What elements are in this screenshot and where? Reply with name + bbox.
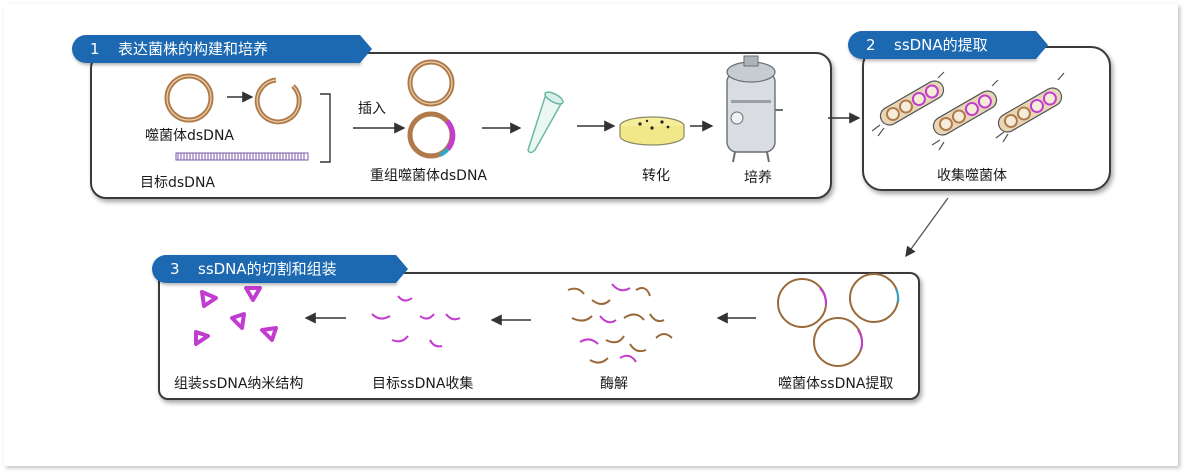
phage-dsdna-circle-icon xyxy=(164,73,214,123)
arrow-step2-to-3-icon xyxy=(905,197,949,258)
fermenter-icon xyxy=(726,55,783,163)
phage-ssdna-circles-icon xyxy=(777,273,900,367)
opened-dsdna-circle-icon xyxy=(254,77,302,125)
step3-badge: 3 ssDNA的切割和组装 xyxy=(152,255,408,283)
recombinant-dsdna-icon xyxy=(407,59,456,159)
step2-badge: 2 ssDNA的提取 xyxy=(848,31,1048,59)
step1-number: 1 xyxy=(90,40,100,58)
assemble-nanostructure-label: 组装ssDNA纳米结构 xyxy=(174,376,304,392)
step3-title: ssDNA的切割和组装 xyxy=(198,260,337,278)
step2-title: ssDNA的提取 xyxy=(894,36,988,54)
recombinant-dsdna-label: 重组噬菌体dsDNA xyxy=(370,168,488,184)
target-ssdna-icon xyxy=(371,295,461,348)
enzyme-digest-label: 酶解 xyxy=(600,376,628,392)
step1-badge: 1 表达菌株的构建和培养 xyxy=(72,35,372,63)
step3-number: 3 xyxy=(170,260,180,278)
phage-ssdna-extract-label: 噬菌体ssDNA提取 xyxy=(778,376,894,392)
step2-number: 2 xyxy=(866,36,876,54)
target-dsdna-label: 目标dsDNA xyxy=(140,175,216,191)
target-dsdna-ladder-icon xyxy=(175,152,309,161)
petri-dish-icon xyxy=(619,116,685,146)
collect-phage-label: 收集噬菌体 xyxy=(937,168,1007,184)
ssdna-nanostructures-icon xyxy=(194,286,278,346)
tube-icon xyxy=(527,91,564,154)
culture-label: 培养 xyxy=(744,170,772,186)
step3-panel xyxy=(158,272,920,400)
transform-label: 转化 xyxy=(642,168,670,184)
collect-target-ssdna-label: 目标ssDNA收集 xyxy=(372,376,474,392)
insert-label: 插入 xyxy=(358,101,386,117)
phage-particles-icon xyxy=(871,71,1065,151)
digested-fragments-icon xyxy=(567,283,673,364)
step1-title: 表达菌株的构建和培养 xyxy=(118,40,269,58)
phage-dsdna-label: 噬菌体dsDNA xyxy=(145,128,235,144)
bracket-icon xyxy=(320,93,331,163)
